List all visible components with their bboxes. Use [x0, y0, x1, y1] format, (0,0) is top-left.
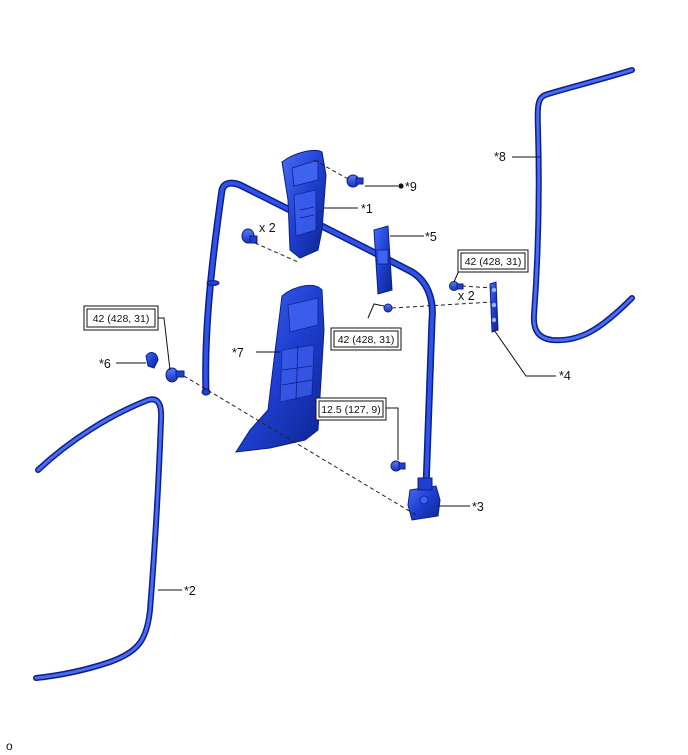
quantity-right: x 2 — [458, 289, 475, 303]
pillar-garnish-upper — [281, 149, 327, 259]
torque-box-center: 42 (428, 31) — [330, 327, 402, 351]
callout-9: *9 — [405, 180, 417, 194]
callout-8: *8 — [494, 150, 506, 164]
belt-anchor-plate — [489, 281, 499, 333]
callout-4: *4 — [559, 369, 571, 383]
assembly-lines — [183, 159, 493, 516]
bolt-anchor — [390, 460, 406, 472]
callout-labels: *9 *1 *5 *7 *6 *3 *4 *8 *2 x 2 x 2 — [99, 150, 571, 598]
shoulder-belt-guide — [373, 225, 393, 295]
callout-1: *1 — [361, 202, 373, 216]
bolt-left — [165, 367, 185, 383]
torque-box-left: 42 (428, 31) — [83, 305, 159, 331]
callout-5: *5 — [425, 230, 437, 244]
bolt-center — [383, 303, 393, 313]
dot-marker — [398, 183, 404, 189]
callout-2: *2 — [184, 584, 196, 598]
torque-box-anchor: 12.5 (127, 9) — [315, 397, 387, 421]
leader-lines — [116, 156, 556, 591]
callout-3: *3 — [472, 500, 484, 514]
pillar-garnish-lower — [235, 284, 325, 453]
torque-value: 42 (428, 31) — [338, 334, 395, 346]
quantity-upper: x 2 — [259, 221, 276, 235]
figure-code: o — [6, 739, 13, 753]
clip-6 — [145, 352, 159, 369]
torque-box-right-top: 42 (428, 31) — [457, 249, 529, 273]
seat-belt-retractor — [407, 477, 441, 521]
callout-7: *7 — [232, 346, 244, 360]
torque-value: 42 (428, 31) — [93, 313, 150, 325]
door-weatherstrip-lower — [33, 396, 165, 681]
torque-value: 42 (428, 31) — [465, 256, 522, 268]
bolt-upper-garnish — [346, 174, 364, 188]
callout-6: *6 — [99, 357, 111, 371]
torque-value: 12.5 (127, 9) — [321, 404, 381, 416]
clip-upper-left — [241, 228, 258, 244]
door-weatherstrip-upper — [530, 67, 635, 344]
